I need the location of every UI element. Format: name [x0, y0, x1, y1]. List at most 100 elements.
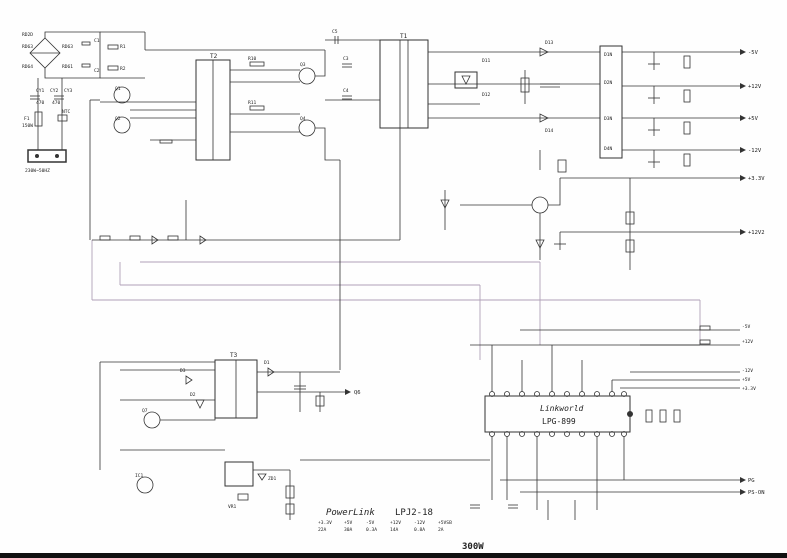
rating-rail-5: -12V: [414, 520, 425, 526]
ic-part: LPG-899: [542, 417, 576, 426]
label-q4: Q4: [300, 116, 306, 122]
label-r11: R11: [248, 100, 257, 106]
output-arrow-1: [740, 49, 746, 55]
bridge-label-2: RD63: [22, 44, 33, 50]
label-t3: T3: [230, 352, 238, 359]
transistor-q4: [298, 119, 316, 137]
label-pg: PG: [748, 478, 755, 484]
label-d2: D2: [190, 392, 196, 398]
label-cy3: CY3: [64, 88, 73, 94]
output-plus3v3: +3.3V: [748, 176, 765, 182]
fuse-f1: [34, 111, 43, 127]
output-plus5v: +5V: [748, 116, 759, 122]
title-model: LPJ2-18: [395, 508, 433, 518]
label-mains-input: 230W~50HZ: [25, 168, 50, 174]
wattage-label: 300W: [462, 542, 484, 552]
inductor-tap-2: D2N: [604, 80, 613, 86]
bridge-label-1: RD2D: [22, 32, 33, 38]
output-plus12v2: +12V2: [748, 230, 765, 236]
label-d14: D14: [545, 128, 554, 134]
label-d1: D1: [264, 360, 270, 366]
bridge-label-5: RD61: [62, 64, 73, 70]
label-cap-b: 470: [52, 100, 61, 106]
label-r2: R2: [120, 66, 126, 72]
label-t2: T2: [210, 53, 218, 60]
label-cy2: CY2: [50, 88, 59, 94]
label-d11: D11: [482, 58, 491, 64]
mains-input-section: RD2D RD63 RD63 RD64 RD61 R1 R2 C1 C2 CY1…: [22, 31, 145, 174]
ic-side-minus12v: -12V: [742, 368, 753, 374]
rating-rail-2: +5V: [344, 520, 353, 526]
label-r1: R1: [120, 44, 126, 50]
label-q2: Q2: [115, 116, 121, 122]
ic-side-plus3v3: +3.3V: [742, 386, 756, 392]
rating-amps-6: 2A: [438, 527, 444, 533]
rating-amps-2: 30A: [344, 527, 353, 533]
output-plus12v: +12V: [748, 84, 762, 90]
label-c4: C4: [343, 88, 349, 94]
label-cy1: CY1: [36, 88, 45, 94]
rating-rail-3: -5V: [366, 520, 375, 526]
output-arrow-5: [740, 175, 746, 181]
output-arrow-2: [740, 83, 746, 89]
label-t1: T1: [400, 33, 408, 40]
output-minus12v: -12V: [748, 148, 762, 154]
signal-wiring: [89, 99, 701, 370]
bottom-border: [0, 553, 787, 558]
bridge-label-4: RD64: [22, 64, 33, 70]
label-d13: D13: [545, 40, 554, 46]
arrow-pson: [740, 489, 746, 495]
output-arrow-3: [740, 115, 746, 121]
rating-amps-5: 0.8A: [414, 527, 425, 533]
transistor-q2: [113, 116, 131, 134]
arrow-5vsb: [345, 389, 351, 395]
rating-amps-1: 22A: [318, 527, 327, 533]
label-d12: D12: [482, 92, 491, 98]
label-r10: R10: [248, 56, 257, 62]
rating-amps-4: 14A: [390, 527, 399, 533]
label-c2: C2: [94, 68, 100, 74]
label-q6: Q7: [142, 408, 148, 414]
output-arrow-4: [740, 147, 746, 153]
inductor-tap-4: D4N: [604, 146, 613, 152]
mains-connector: [27, 149, 67, 163]
transistor-q3: [298, 67, 316, 85]
output-inductor-section: D1N D2N D3N D4N -5V +12V +5V -12V +3.3V …: [560, 45, 765, 236]
bridge-label-3: RD63: [62, 44, 73, 50]
ic-brand: Linkworld: [540, 404, 584, 413]
label-pson: PS-ON: [748, 490, 765, 496]
optocoupler-ic1: [224, 461, 254, 487]
label-c1: C1: [94, 38, 100, 44]
rating-rail-4: +12V: [390, 520, 401, 526]
standby-section: T3 Q6 D1 Q7 IC1 D2 D3 ZD1 VR: [99, 352, 361, 520]
feedback-section: [440, 150, 635, 270]
inductor-tap-1: D1N: [604, 52, 613, 58]
label-q7: IC1: [135, 473, 144, 479]
label-q1: Q1: [115, 86, 121, 92]
label-ntc: NTC: [62, 109, 71, 115]
label-fuse: F1: [24, 116, 30, 122]
main-transformer-section: T1 D11 D12 D13 D14: [379, 33, 600, 134]
inductor-tap-3: D3N: [604, 116, 613, 122]
transistor-q1: [113, 86, 131, 104]
rating-rail-1: +3.3V: [318, 520, 332, 526]
label-zd1: ZD1: [268, 476, 277, 482]
label-c3: C3: [343, 56, 349, 62]
title-block: PowerLink LPJ2-18 +3.3V 22A +5V 30A -5V …: [318, 508, 484, 552]
transformer-t1: [379, 39, 429, 129]
label-vr1: VR1: [228, 504, 237, 510]
label-fuse-rating: 150W: [22, 123, 33, 129]
transistor-q6: [143, 411, 161, 429]
label-d3: D3: [180, 368, 186, 374]
label-q3: Q3: [300, 62, 306, 68]
arrow-pg: [740, 477, 746, 483]
label-5vsb: Q6: [354, 390, 361, 396]
label-cap-a: 470: [36, 100, 45, 106]
supervisor-ic: [484, 395, 631, 433]
title-brand: PowerLink: [326, 508, 375, 518]
ratings-table: +3.3V 22A +5V 30A -5V 0.3A +12V 14A -12V…: [318, 520, 452, 533]
ntc-thermistor: [57, 114, 68, 122]
rating-amps-3: 0.3A: [366, 527, 377, 533]
